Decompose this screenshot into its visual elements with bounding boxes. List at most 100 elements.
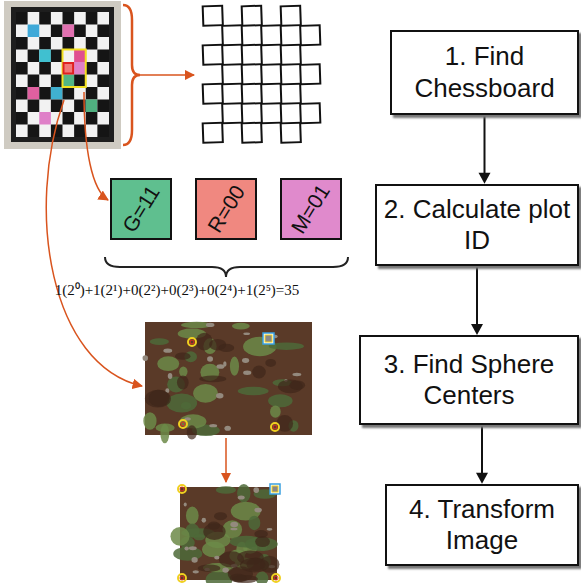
rock xyxy=(253,487,259,493)
shadow xyxy=(252,365,266,378)
sphere-marker xyxy=(274,576,278,580)
rock xyxy=(206,323,215,327)
equation-label: 1(2⁰)+1(2¹)+0(2²)+0(2³)+0(2⁴)+1(2⁵)=35 xyxy=(2,279,352,299)
shadow xyxy=(198,565,221,572)
grid-square xyxy=(261,25,281,45)
orange-arrow xyxy=(84,92,108,200)
rock xyxy=(163,349,172,353)
vegetation xyxy=(230,357,239,376)
shadow xyxy=(289,380,305,389)
board-cell xyxy=(74,50,86,63)
rock xyxy=(242,358,249,363)
field-photo xyxy=(143,322,312,444)
board-cell xyxy=(16,37,28,50)
shadow xyxy=(208,522,220,530)
vegetation xyxy=(179,366,187,376)
shadow xyxy=(149,390,170,407)
chessboard-outline xyxy=(203,6,321,143)
orange-arrow xyxy=(140,74,194,76)
rock xyxy=(168,373,173,379)
board-cell xyxy=(16,87,28,100)
color-code-square: M=01 xyxy=(280,178,342,240)
rock xyxy=(216,393,223,398)
flow-line xyxy=(476,266,478,325)
vegetation xyxy=(143,412,156,430)
sphere-marker xyxy=(180,576,184,580)
grid-square xyxy=(281,45,301,65)
grid-square xyxy=(203,6,223,26)
flow-line xyxy=(484,115,486,174)
board-cell xyxy=(28,75,40,88)
board-cell xyxy=(97,25,109,38)
step-label: 3. Find Sphere Centers xyxy=(367,349,571,411)
grid-square xyxy=(300,64,320,84)
grid-square xyxy=(300,25,320,45)
photo-ground xyxy=(4,1,121,149)
board-cell xyxy=(39,12,51,25)
board-cell xyxy=(39,112,51,125)
vegetation xyxy=(173,547,202,561)
shadow xyxy=(218,344,234,352)
board-cell xyxy=(97,100,109,113)
vegetation xyxy=(194,534,205,540)
code-label: G=11 xyxy=(117,181,164,236)
flow-arrow xyxy=(476,425,488,484)
board-cell xyxy=(16,62,28,75)
mini-board xyxy=(263,333,274,344)
grid-square xyxy=(203,84,223,104)
code-label: R=00 xyxy=(202,181,249,237)
board-cell xyxy=(97,75,109,88)
vegetation xyxy=(186,507,199,525)
grid-square xyxy=(203,123,223,143)
process-box: 3. Find Sphere Centers xyxy=(359,335,579,425)
process-box: 4. Transform Image xyxy=(385,484,579,566)
flow-arrow xyxy=(471,266,483,335)
process-box: 2. Calculate plot ID xyxy=(375,184,579,266)
orange-arrow xyxy=(225,438,227,482)
board-cell xyxy=(63,37,75,50)
vegetation xyxy=(193,384,218,403)
board-cell xyxy=(86,12,98,25)
rock xyxy=(193,570,199,573)
rock xyxy=(189,546,197,550)
shadow xyxy=(175,353,190,360)
sphere-marker xyxy=(180,487,184,491)
vegetation xyxy=(238,387,269,396)
grid-square xyxy=(242,45,262,65)
board-cell xyxy=(51,50,63,63)
board-cell xyxy=(63,12,75,25)
arrowhead xyxy=(471,324,483,335)
board-cell xyxy=(39,87,51,100)
grid-square xyxy=(222,103,242,123)
sphere-marker xyxy=(178,574,186,582)
board-cell xyxy=(28,87,40,100)
rock xyxy=(214,556,220,560)
shadow xyxy=(265,359,276,367)
board-cell xyxy=(86,100,98,113)
sphere-marker xyxy=(271,423,279,431)
transformed-photo xyxy=(170,484,280,583)
board-cell xyxy=(39,37,51,50)
board-cell xyxy=(97,50,109,63)
grid-square xyxy=(300,103,320,123)
rock xyxy=(222,567,229,572)
highlight-frame xyxy=(64,63,74,74)
mini-board xyxy=(270,484,280,494)
soil xyxy=(145,322,312,435)
rock xyxy=(184,503,187,507)
step-label: 2. Calculate plot ID xyxy=(383,194,571,256)
board-cell xyxy=(74,25,86,38)
shadow xyxy=(230,574,247,583)
vegetation xyxy=(157,356,179,371)
rock xyxy=(209,424,217,427)
highlight-frame xyxy=(63,50,86,88)
rock xyxy=(191,557,197,563)
vegetation xyxy=(232,323,250,330)
board-cell xyxy=(97,125,109,138)
grid-square xyxy=(203,45,223,65)
rock xyxy=(292,373,301,376)
vegetation xyxy=(170,527,189,546)
sphere-marker xyxy=(178,485,186,493)
process-box: 1. Find Chessboard xyxy=(390,30,579,115)
code-label: M=01 xyxy=(287,180,336,238)
